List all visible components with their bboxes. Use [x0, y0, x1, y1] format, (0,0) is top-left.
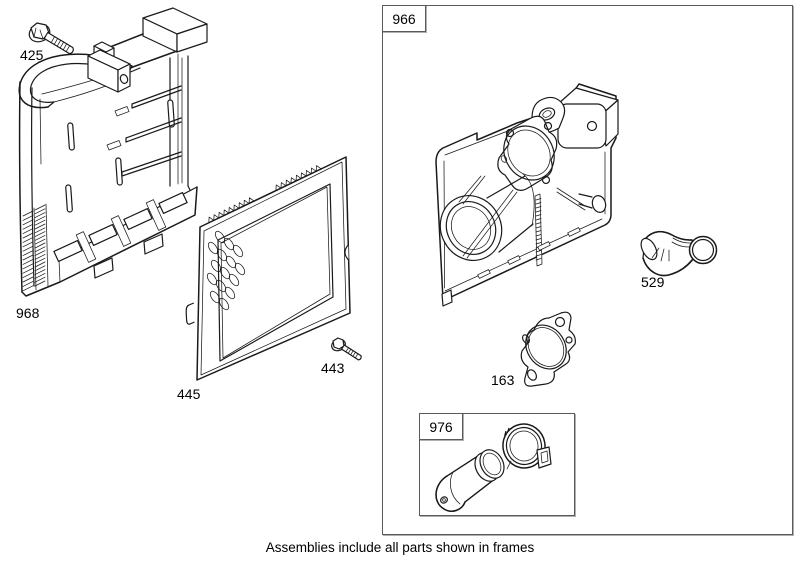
part-label-968: 968 — [16, 305, 40, 321]
frame-976-label-box: 976 — [419, 413, 463, 440]
housing-968-drawing — [18, 7, 208, 297]
bolt-425-drawing — [28, 22, 74, 55]
part-label-163: 163 — [491, 372, 515, 388]
elbow-529-drawing — [640, 230, 718, 277]
part-label-445: 445 — [177, 386, 201, 402]
part-label-425: 425 — [20, 47, 44, 63]
frame-966-label-box: 966 — [382, 5, 426, 32]
gasket-163-drawing — [520, 311, 576, 387]
screw-443-drawing — [331, 337, 362, 361]
filter-445-drawing — [185, 156, 351, 381]
primer-bulb-and-ring-drawing — [435, 423, 552, 512]
backplate-drawing — [435, 83, 619, 307]
diagram-caption: Assemblies include all parts shown in fr… — [265, 540, 535, 555]
frame-966-label: 966 — [392, 10, 416, 27]
primer-frame-976: 976 — [419, 413, 575, 516]
frame-976-label: 976 — [429, 418, 453, 435]
assembly-frame-966: 966 — [382, 5, 793, 535]
part-label-443: 443 — [321, 360, 345, 376]
part-label-529: 529 — [641, 274, 665, 290]
